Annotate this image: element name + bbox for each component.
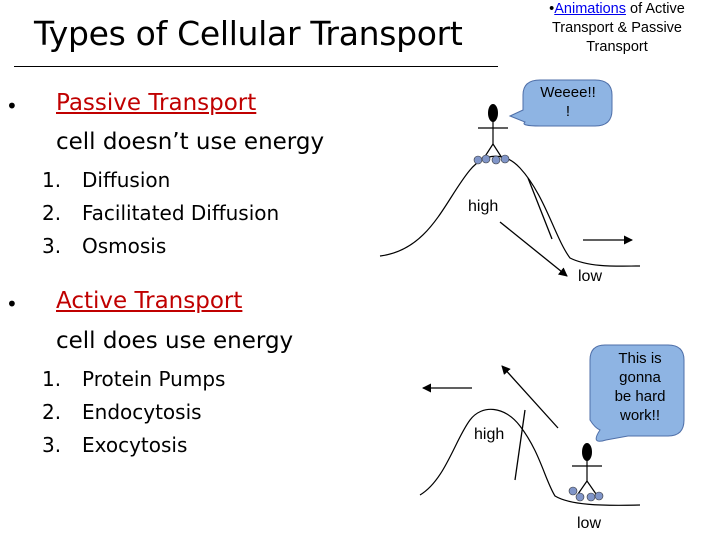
list-item: 2.Endocytosis: [42, 400, 202, 424]
arrow-slope-top: [527, 177, 553, 240]
list-item: 1.Protein Pumps: [42, 367, 226, 391]
speech-bubble-bottom-text: This is gonna be hard work!!: [614, 350, 666, 424]
active-subheading: cell does use energy: [56, 328, 294, 354]
link-bullet: •: [549, 1, 555, 17]
passive-heading: Passive Transport: [56, 90, 257, 116]
speech-bubble-top: [508, 79, 613, 127]
active-heading: Active Transport: [56, 288, 243, 314]
stick-figure-bottom: [568, 443, 604, 502]
arrow-up-slope: [501, 365, 559, 429]
speech-bubble-bottom: [589, 344, 685, 442]
low-label-top: low: [578, 268, 603, 285]
active-list: 1.Protein Pumps 2.Endocytosis 3.Exocytos…: [42, 363, 225, 462]
list-item: 3.Osmosis: [42, 234, 167, 258]
arrow-down-slope: [499, 221, 568, 277]
hill-curve-top: [379, 155, 641, 267]
active-bullet: •: [6, 292, 18, 316]
list-item: 3.Exocytosis: [42, 433, 188, 457]
low-label-bottom: low: [577, 515, 602, 532]
list-item: 2.Facilitated Diffusion: [42, 201, 280, 225]
list-item: 1.Diffusion: [42, 168, 171, 192]
passive-bullet: •: [6, 94, 18, 118]
link-line-3: Transport: [586, 39, 648, 55]
title-divider: [14, 66, 498, 67]
link-line-1: •Animations of Active: [514, 0, 720, 19]
high-label-top: high: [468, 198, 499, 215]
hill-curve-bottom: [419, 408, 641, 506]
stick-figure-top: [473, 104, 510, 165]
passive-subheading: cell doesn’t use energy: [56, 129, 325, 155]
passive-list: 1.Diffusion 2.Facilitated Diffusion 3.Os…: [42, 164, 279, 263]
animations-link[interactable]: Animations: [554, 1, 626, 17]
link-line-2: Transport & Passive: [551, 20, 682, 36]
high-label-bottom: high: [474, 426, 505, 443]
link-text-rest: of Active: [625, 1, 685, 17]
animations-link-block: •Animations of Active Transport & Passiv…: [514, 0, 720, 57]
arrow-slope-bottom: [514, 409, 526, 481]
speech-bubble-top-text: Weeee!! !: [540, 84, 596, 120]
slide-title: Types of Cellular Transport: [34, 14, 463, 53]
